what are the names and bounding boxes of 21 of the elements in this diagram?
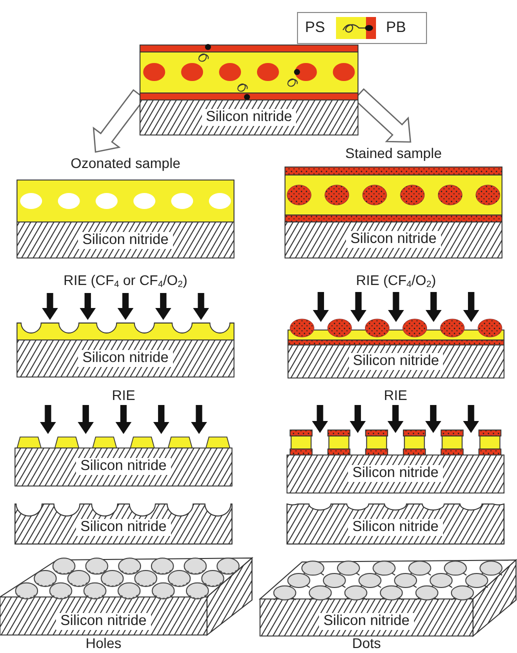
- material-label: Silicon nitride: [76, 519, 171, 536]
- step-label: Stained sample: [345, 145, 442, 162]
- material-label: Silicon nitride: [348, 519, 443, 536]
- step-label: Holes: [86, 635, 122, 652]
- step-label: RIE (CF$_{4}$ or CF$_{4}$/O$_{2}$): [64, 272, 188, 289]
- material-label: Silicon nitride: [346, 231, 441, 248]
- legend-label: PS: [305, 19, 326, 37]
- material-label: Silicon nitride: [202, 109, 296, 126]
- material-label: Silicon nitride: [78, 350, 173, 367]
- material-label: Silicon nitride: [348, 465, 443, 482]
- step-label: Dots: [352, 635, 381, 652]
- material-label: Silicon nitride: [56, 613, 151, 630]
- step-label: Ozonated sample: [70, 155, 180, 172]
- step-label: RIE: [112, 387, 136, 404]
- step-label: RIE (CF$_{4}$/O$_{2}$): [356, 272, 436, 289]
- material-label: Silicon nitride: [319, 613, 414, 630]
- step-label: RIE: [384, 387, 408, 404]
- material-label: Silicon nitride: [348, 353, 444, 370]
- legend-label: PB: [386, 19, 406, 37]
- material-label: Silicon nitride: [76, 458, 171, 475]
- material-label: Silicon nitride: [78, 232, 173, 249]
